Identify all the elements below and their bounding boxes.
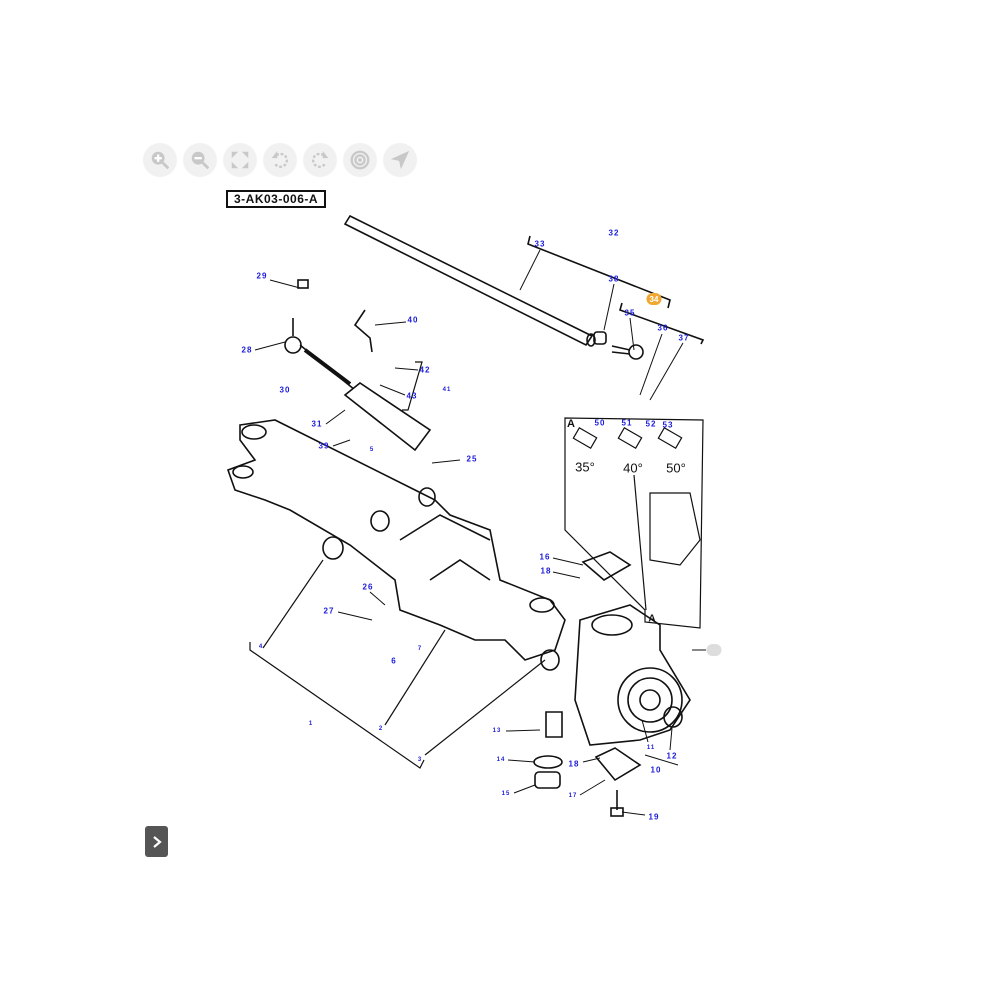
part-label-18b[interactable]: 18 <box>568 759 580 769</box>
part-label-38[interactable]: 38 <box>608 274 620 284</box>
zoom-in-button[interactable] <box>143 143 177 177</box>
part-label-37[interactable]: 37 <box>678 333 690 343</box>
detail-box-a <box>564 417 704 629</box>
part-label-11[interactable]: 11 <box>646 745 656 751</box>
rotate-right-icon <box>312 150 329 168</box>
detail-title: A <box>567 418 575 430</box>
part-label-33[interactable]: 33 <box>534 239 546 249</box>
part-label-4[interactable]: 4 <box>258 644 264 650</box>
detail-ref: A <box>648 613 656 625</box>
center-button[interactable] <box>343 143 377 177</box>
nut-38 <box>593 331 607 345</box>
rotate-left-button[interactable] <box>263 143 297 177</box>
part-label-26[interactable]: 26 <box>362 582 374 592</box>
chevron-right-icon <box>152 835 162 848</box>
zoom-in-icon <box>151 151 170 170</box>
part-label-19[interactable]: 19 <box>648 812 660 822</box>
part-label-42[interactable]: 42 <box>419 365 431 375</box>
steering-cylinder <box>284 279 432 452</box>
expand-arrows-icon <box>231 151 249 169</box>
part-label-12[interactable]: 12 <box>666 751 678 761</box>
part-label-35[interactable]: 35 <box>624 308 636 318</box>
part-label-53[interactable]: 53 <box>662 420 674 430</box>
part-label-32[interactable]: 32 <box>608 228 620 238</box>
part-label-36[interactable]: 36 <box>657 323 669 333</box>
bushing-4 <box>322 536 344 560</box>
rotate-right-button[interactable] <box>303 143 337 177</box>
part-label-3[interactable]: 3 <box>417 757 423 763</box>
part-label-39[interactable]: 39 <box>318 441 330 451</box>
part-label-51[interactable]: 51 <box>621 418 633 428</box>
part-label-5[interactable]: 5 <box>369 447 375 453</box>
navigate-button[interactable] <box>383 143 417 177</box>
part-label-17[interactable]: 17 <box>568 793 578 799</box>
angle-40: 40° <box>623 460 643 476</box>
part-label-25[interactable]: 25 <box>466 454 478 464</box>
part-label-14[interactable]: 14 <box>496 757 506 763</box>
part-label-31[interactable]: 31 <box>311 419 323 429</box>
part-label-27[interactable]: 27 <box>323 606 335 616</box>
brackets <box>249 361 546 769</box>
expand-panel-button[interactable] <box>145 826 168 857</box>
part-label-28[interactable]: 28 <box>241 345 253 355</box>
bushing-3 <box>540 649 560 671</box>
part-label-43[interactable]: 43 <box>406 391 418 401</box>
diagram-code: 3-AK03-006-A <box>226 190 327 208</box>
part-label-41[interactable]: 41 <box>442 387 452 393</box>
part-label-13[interactable]: 13 <box>492 728 502 734</box>
target-icon <box>350 150 370 170</box>
part-label-1[interactable]: 1 <box>308 721 314 727</box>
tie-rod <box>343 214 705 360</box>
part-label-2[interactable]: 2 <box>378 726 384 732</box>
part-label-6[interactable]: 6 <box>391 656 397 666</box>
fit-screen-button[interactable] <box>223 143 257 177</box>
angle-50: 50° <box>666 460 686 476</box>
part-label-16[interactable]: 16 <box>539 552 551 562</box>
zoom-out-button[interactable] <box>183 143 217 177</box>
part-label-15[interactable]: 15 <box>501 791 511 797</box>
pointers <box>254 249 706 816</box>
part-label-50[interactable]: 50 <box>594 418 606 428</box>
rotate-left-icon <box>271 150 288 168</box>
zoom-out-icon <box>191 151 210 170</box>
part-label-10[interactable]: 10 <box>650 765 662 775</box>
part-label-7[interactable]: 7 <box>417 646 423 652</box>
part-label-29[interactable]: 29 <box>256 271 268 281</box>
part-label-18[interactable]: 18 <box>540 566 552 576</box>
part-label-inactive[interactable] <box>706 644 722 656</box>
angle-35: 35° <box>575 459 595 475</box>
part-label-30[interactable]: 30 <box>279 385 291 395</box>
part-label-40[interactable]: 40 <box>407 315 419 325</box>
axle-housing <box>226 419 566 671</box>
part-label-34-highlighted[interactable]: 34 <box>646 293 662 305</box>
part-label-52[interactable]: 52 <box>645 419 657 429</box>
viewer-toolbar <box>143 143 417 177</box>
steering-knuckle <box>533 551 691 817</box>
navigation-arrow-icon <box>390 150 410 170</box>
